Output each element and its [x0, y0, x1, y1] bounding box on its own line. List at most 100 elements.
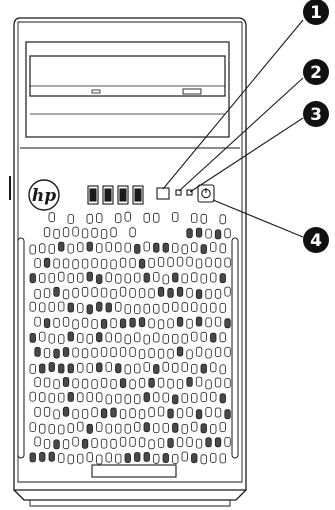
vent-slot: [81, 408, 89, 419]
vent-slot: [214, 437, 222, 448]
vent-slot: [29, 273, 36, 284]
optical-drive-eject-indicator: [91, 89, 101, 94]
vent-slot: [62, 258, 70, 269]
vent-slot: [210, 424, 217, 434]
vent-slot: [186, 407, 193, 418]
vent-slot: [153, 303, 160, 314]
vent-slot: [96, 243, 103, 254]
vent-slot: [153, 423, 160, 434]
vent-slot: [119, 409, 127, 420]
vent-slot: [48, 243, 55, 254]
vent-slot: [86, 363, 93, 373]
vent-slot: [143, 451, 150, 462]
vent-slot: [200, 423, 207, 434]
vent-slot: [143, 272, 150, 283]
vent-slot: [86, 423, 93, 434]
vent-slot: [77, 453, 84, 464]
vent-slot: [219, 302, 226, 313]
vent-slot: [96, 332, 103, 343]
vent-slot: [96, 422, 103, 432]
vent-slot: [129, 227, 136, 238]
vent-slot: [129, 258, 136, 268]
vent-slot: [200, 302, 207, 313]
vent-slot: [39, 363, 46, 374]
vent-slot: [81, 438, 89, 449]
vent-slot: [214, 288, 222, 299]
vent-slot: [67, 391, 74, 402]
vent-slot: [39, 273, 46, 283]
vent-slot: [153, 332, 160, 343]
vent-slot: [110, 407, 117, 418]
vent-slot: [162, 302, 169, 313]
vent-slot: [100, 438, 108, 449]
vent-slot: [191, 331, 198, 342]
vent-slot: [143, 392, 150, 403]
vent-slot: [81, 228, 89, 239]
vent-slot: [115, 423, 122, 434]
vent-slot: [58, 424, 65, 435]
vent-slot: [172, 272, 179, 283]
status-led-1: [175, 189, 182, 196]
vent-slot: [77, 303, 84, 313]
callout-3-number: 3: [310, 105, 322, 125]
callout-3: 3: [303, 101, 329, 127]
vent-slot: [129, 347, 136, 358]
vent-slot: [105, 362, 112, 372]
vent-slot: [195, 438, 203, 449]
vent-slot: [181, 302, 188, 313]
vent-slot: [167, 257, 174, 268]
vent-slot: [205, 379, 212, 390]
vent-slot: [124, 364, 131, 375]
vent-slot: [72, 287, 79, 298]
vent-slot: [62, 347, 70, 357]
vent-slot: [214, 347, 222, 358]
vent-slot: [186, 228, 193, 239]
vent-slot: [162, 361, 169, 372]
vent-slot: [224, 228, 231, 239]
vent-slot: [53, 348, 60, 359]
vent-slot: [186, 287, 193, 298]
vent-slot: [77, 362, 84, 373]
vent-slot: [200, 213, 207, 224]
vent-slot: [67, 273, 74, 284]
ventilation-grille: [29, 211, 231, 465]
vent-slot: [86, 333, 93, 344]
vent-slot: [162, 333, 169, 344]
vent-slot: [34, 406, 41, 417]
vent-slot: [91, 407, 98, 418]
vent-slot: [105, 272, 112, 283]
vent-slot: [143, 241, 150, 252]
vent-slot: [157, 257, 165, 267]
vent-slot: [176, 256, 184, 267]
vent-slot: [176, 408, 184, 419]
vent-slot: [191, 242, 198, 253]
vent-slot: [58, 334, 65, 345]
vent-slot: [138, 437, 146, 448]
vent-slot: [172, 301, 179, 312]
vent-slot: [134, 421, 141, 432]
vent-slot: [124, 453, 131, 463]
vent-slot: [119, 436, 127, 447]
vent-slot: [43, 257, 51, 268]
vent-slot: [105, 302, 112, 313]
vent-slot: [39, 331, 46, 342]
vent-slot: [124, 334, 131, 345]
vent-slot: [86, 304, 93, 315]
vent-slot: [62, 227, 70, 238]
vent-slot: [162, 422, 169, 433]
callout-4: 4: [303, 227, 329, 253]
vent-slot: [29, 332, 36, 343]
vent-slot: [91, 258, 98, 269]
vent-slot: [181, 393, 188, 404]
vent-slot: [191, 272, 198, 283]
vent-slot: [224, 286, 231, 297]
vent-slot: [72, 378, 79, 389]
vent-slot: [186, 318, 193, 329]
vent-slot: [43, 288, 51, 299]
vent-slot: [115, 453, 122, 464]
vent-slot: [29, 244, 36, 255]
vent-slot: [39, 451, 46, 462]
usb-port: [132, 185, 144, 205]
vent-slot: [167, 438, 174, 448]
